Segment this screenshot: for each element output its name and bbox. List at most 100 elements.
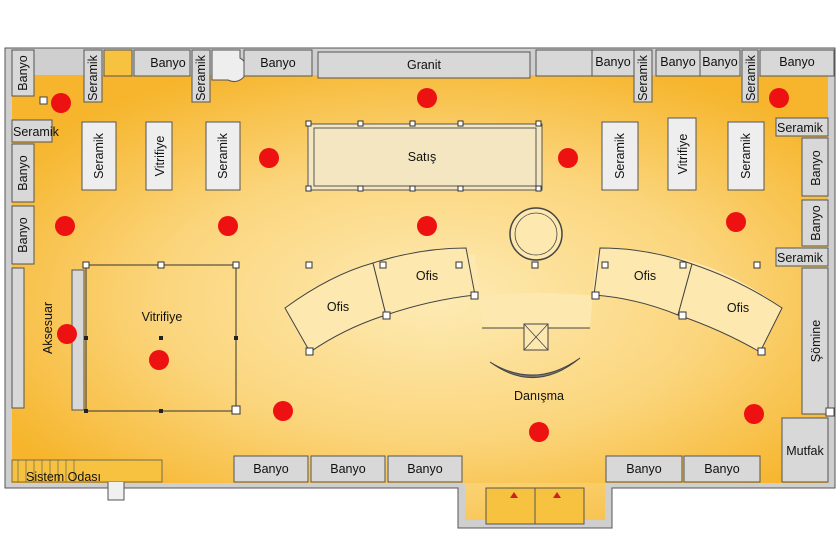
satis-label: Satış: [408, 150, 437, 164]
vitrifiye-area-label: Vitrifiye: [142, 310, 183, 324]
room-banyo-bottom-2-label: Banyo: [330, 462, 365, 476]
marker: [417, 216, 437, 236]
room-banyo-bottom-3-label: Banyo: [407, 462, 442, 476]
satis-box-inner: [313, 127, 537, 187]
room-banyo-top-left-label: Banyo: [16, 55, 30, 90]
stairs: [17, 460, 75, 482]
center-column: [509, 207, 563, 261]
room-seramik-left: [11, 119, 53, 143]
stand-seramik-1: [81, 121, 117, 191]
room-banyo-top-right-1: [591, 49, 635, 77]
aksesuar-label: Aksesuar: [41, 302, 55, 354]
room-banyo-top-right-corner-label: Banyo: [779, 55, 814, 69]
room-somine-label: Şömine: [809, 320, 823, 362]
room-banyo-top-3-label: Banyo: [260, 56, 295, 70]
stand-seramik-2: [205, 121, 241, 191]
room-banyo-bottom-1-label: Banyo: [253, 462, 288, 476]
room-banyo-top-left: [11, 49, 35, 97]
room-seramik-top-left: [83, 49, 103, 103]
marker: [218, 216, 238, 236]
stand-vitrifiye-1-label: Vitrifiye: [153, 136, 167, 177]
room-banyo-top-right-1-label: Banyo: [595, 55, 630, 69]
room-banyo-top-2: [133, 49, 191, 77]
room-banyo-top-right-3-label: Banyo: [702, 55, 737, 69]
room-banyo-right-2-label: Banyo: [809, 205, 823, 240]
stand-seramik-2-label: Seramik: [216, 132, 230, 179]
marker: [726, 212, 746, 232]
room-seramik-right-2-label: Seramik: [777, 251, 824, 265]
marker: [558, 148, 578, 168]
wall-left-lower: [11, 267, 25, 409]
room-banyo-left-1-label: Banyo: [16, 155, 30, 190]
satis-area: Satış: [305, 120, 543, 192]
stand-seramik-4-label: Seramik: [739, 132, 753, 179]
room-somine: [801, 267, 829, 415]
top-wall-rooms: Banyo Seramik Banyo Seramik Banyo Granit…: [11, 49, 835, 103]
marker: [55, 216, 75, 236]
marker: [273, 401, 293, 421]
room-seramik-right-2: [775, 247, 829, 267]
office-1-label: Ofis: [327, 300, 349, 314]
room-banyo-bottom-4-label: Banyo: [626, 462, 661, 476]
markers: [51, 88, 789, 442]
room-banyo-bottom-1: [233, 455, 309, 483]
room-seramik-top-right-2: [741, 49, 759, 103]
danisma-label: Danışma: [514, 389, 564, 403]
room-seramik-left-label: Seramik: [13, 125, 60, 139]
wall-posts: [39, 96, 835, 417]
room-banyo-left-2-label: Banyo: [16, 217, 30, 252]
marker: [51, 93, 71, 113]
room-banyo-top-2-label: Banyo: [150, 56, 185, 70]
entrance-arrow-right: [553, 492, 561, 498]
room-seramik-top-2-label: Seramik: [194, 54, 208, 101]
stand-seramik-3-label: Seramik: [613, 132, 627, 179]
display-stands: Seramik Vitrifiye Seramik Seramik Vitrif…: [81, 117, 765, 191]
office-3-label: Ofis: [634, 269, 656, 283]
room-banyo-right-1-label: Banyo: [809, 150, 823, 185]
marker: [417, 88, 437, 108]
marker: [149, 350, 169, 370]
vitrifiye-corner-post: [231, 405, 241, 415]
door-sistem-odasi: [107, 482, 125, 501]
danisma-desk: [489, 357, 581, 379]
room-sistem-odasi-label: Sistem Odası: [26, 470, 101, 484]
room-banyo-right-2: [801, 199, 829, 247]
marker: [744, 404, 764, 424]
room-seramik-top-right-2-label: Seramik: [744, 54, 758, 101]
door-top-left: [103, 49, 133, 77]
room-banyo-right-1: [801, 137, 829, 197]
room-banyo-bottom-4: [605, 455, 683, 483]
wall-segment-top: [535, 49, 593, 77]
office-4: [677, 263, 783, 353]
office-4-label: Ofis: [727, 301, 749, 315]
marker: [259, 148, 279, 168]
room-banyo-bottom-5-label: Banyo: [704, 462, 739, 476]
room-banyo-left-2: [11, 205, 35, 265]
stand-vitrifiye-2-label: Vitrifiye: [676, 134, 690, 175]
room-banyo-left-1: [11, 143, 35, 203]
room-seramik-top-2: [191, 49, 211, 103]
room-mutfak: [781, 417, 829, 483]
room-banyo-bottom-3: [387, 455, 463, 483]
bottom-wall-rooms: Banyo Banyo Banyo Banyo Banyo: [233, 455, 761, 525]
stand-seramik-1-label: Seramik: [92, 132, 106, 179]
room-banyo-bottom-5: [683, 455, 761, 483]
room-banyo-top-3: [243, 49, 313, 77]
room-granit: [317, 51, 531, 79]
room-seramik-top-left-label: Seramik: [86, 54, 100, 101]
marker: [529, 422, 549, 442]
marker: [57, 324, 77, 344]
stand-seramik-3: [601, 121, 639, 191]
room-seramik-right-1-label: Seramik: [777, 121, 824, 135]
room-seramik-top-right: [633, 49, 653, 103]
office-2-label: Ofis: [416, 269, 438, 283]
room-banyo-top-right-3: [699, 49, 741, 77]
room-seramik-top-right-label: Seramik: [636, 54, 650, 101]
room-banyo-top-right-corner: [759, 49, 835, 77]
stand-seramik-4: [727, 121, 765, 191]
vitrifiye-area: Vitrifiye: [82, 261, 241, 415]
room-mutfak-label: Mutfak: [786, 444, 824, 458]
room-banyo-bottom-2: [310, 455, 386, 483]
entrance-arrow-left: [510, 492, 518, 498]
